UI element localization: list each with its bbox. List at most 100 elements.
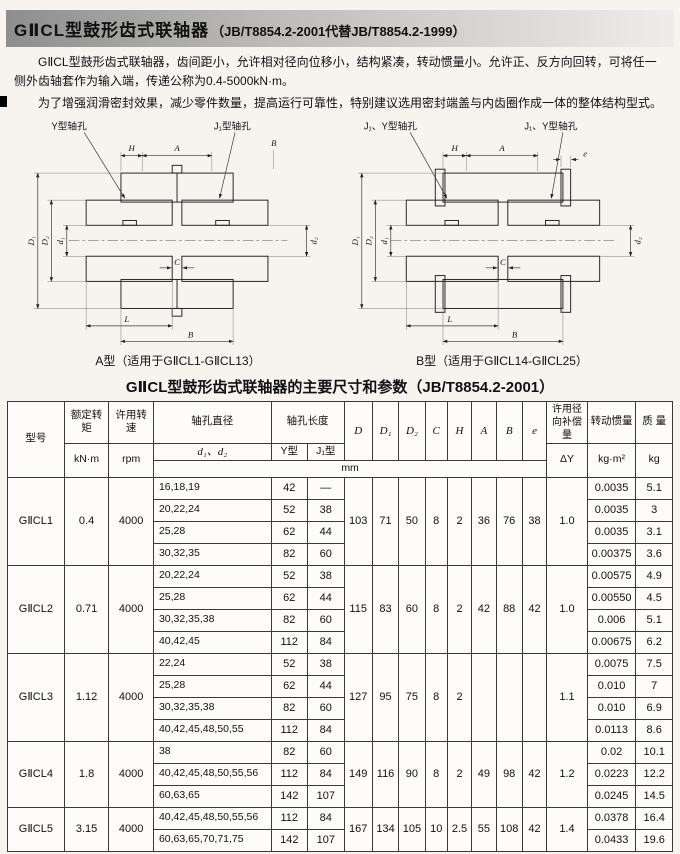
- cell-bores: 40,42,45: [152, 630, 272, 654]
- table-row: GⅡCL2 0.71 4000 20,22,24 52 38 115 83 60…: [7, 564, 673, 654]
- table-row: 25,28 62 44 0.00550 4.5: [8, 586, 673, 610]
- cell-ylen: 142: [270, 828, 309, 852]
- cell-inertia: 0.0035: [586, 520, 637, 544]
- cell-ylen: 52: [270, 498, 309, 522]
- cell-D2: 90: [398, 740, 426, 808]
- cell-mass: 7: [635, 674, 673, 698]
- cell-mass: 4.9: [635, 564, 673, 588]
- cell-H: 2: [446, 476, 473, 566]
- cell-A: 55: [471, 806, 497, 852]
- dim-D2-label: D₂: [39, 236, 49, 246]
- cell-A: [471, 652, 497, 742]
- cell-model: GⅡCL3: [7, 652, 65, 742]
- cell-e: 42: [521, 806, 548, 852]
- col-y-type: Y型: [270, 442, 309, 462]
- col-D: D: [343, 400, 373, 462]
- table-row: 60,63,65,70,71,75 142 107 0.0433 19.6: [8, 828, 673, 852]
- cell-torque: 1.12: [63, 652, 110, 742]
- cell-D2: 60: [398, 564, 426, 654]
- dim-L-label: L: [446, 314, 452, 324]
- cell-D: 149: [343, 740, 373, 808]
- cell-bores: 40,42,45,48,50,55: [152, 718, 272, 742]
- cell-inertia: 0.0245: [586, 784, 637, 808]
- cell-bores: 20,22,24: [152, 564, 272, 588]
- dim-B-top-label: B: [271, 138, 277, 148]
- cell-jlen: 60: [307, 740, 345, 764]
- cell-ylen: 62: [270, 520, 309, 544]
- cell-mass: 3: [635, 498, 673, 522]
- cell-inertia: 0.0113: [586, 718, 637, 742]
- cell-ylen: 62: [270, 674, 309, 698]
- cell-speed: 4000: [108, 740, 154, 808]
- cell-jlen: 107: [307, 828, 345, 852]
- dim-A-label: A: [173, 143, 180, 153]
- cell-jlen: 84: [307, 806, 345, 830]
- cell-mass: 3.1: [635, 520, 673, 544]
- cell-speed: 4000: [108, 652, 154, 742]
- cell-jlen: 60: [307, 542, 345, 566]
- cell-A: 49: [471, 740, 497, 808]
- cell-model: GⅡCL2: [7, 564, 65, 654]
- cell-jlen: 60: [307, 696, 345, 720]
- right-hub-bottom: [507, 255, 601, 282]
- col-D2: D₂: [398, 400, 426, 462]
- cell-mass: 3.6: [635, 542, 673, 566]
- cell-model: GⅡCL1: [7, 476, 65, 566]
- end-cover-left-top: [434, 168, 446, 207]
- leader-line: [218, 132, 236, 199]
- dim-D2-label: D₂: [363, 236, 373, 246]
- table-row: GⅡCL5 3.15 4000 40,42,45,48,50,55,56 112…: [7, 806, 673, 852]
- table-row: GⅡCL1 0.4 4000 16,18,19 42 — 103 71 50 8…: [7, 476, 673, 566]
- margin-mark: [0, 96, 7, 107]
- left-hub-top: [85, 199, 173, 226]
- coupling-drawing-b: J₁、Y型轴孔 J₁、Y型轴孔 H A e: [350, 120, 642, 345]
- cell-ylen: 112: [270, 630, 309, 654]
- cell-D1: 134: [371, 806, 400, 852]
- cell-C: 8: [424, 740, 448, 808]
- col-mass-unit: kg: [635, 442, 673, 478]
- left-hub-bottom: [85, 255, 173, 282]
- figure-type-a: Y型轴孔 J₁型轴孔 H A B: [19, 117, 337, 369]
- cell-inertia: 0.02: [586, 740, 637, 764]
- col-model: 型号: [7, 400, 65, 478]
- bore-type-label-left: J₁、Y型轴孔: [364, 120, 417, 132]
- cell-ylen: 82: [270, 740, 309, 764]
- leader-line: [550, 132, 564, 199]
- dim-D1-label: D₁: [26, 236, 36, 246]
- cell-B: 76: [495, 476, 523, 566]
- cell-inertia: 0.010: [586, 696, 637, 720]
- dim-d2-label: d₂: [308, 237, 318, 244]
- col-speed: 许用转速: [108, 400, 154, 444]
- col-mass: 质 量: [635, 400, 673, 444]
- cell-D2: 105: [398, 806, 426, 852]
- col-mm-unit: mm: [152, 460, 548, 478]
- col-dy-sub: ΔY: [546, 442, 588, 478]
- cell-inertia: 0.00575: [586, 564, 637, 588]
- dim-d1-label: d₁: [379, 237, 389, 244]
- col-D1: D₁: [371, 400, 400, 462]
- cell-bores: 40,42,45,48,50,55,56: [152, 762, 272, 786]
- col-j-type: J₁型: [307, 442, 345, 462]
- cell-B: 98: [495, 740, 523, 808]
- figure-type-b: J₁、Y型轴孔 J₁、Y型轴孔 H A e: [343, 117, 661, 369]
- cell-H: 2.5: [446, 806, 473, 852]
- cell-speed: 4000: [108, 806, 154, 852]
- table-row: 40,42,45,48,50,55 112 84 0.0113 8.6: [8, 718, 673, 742]
- dim-B-label: B: [512, 329, 518, 339]
- cell-jlen: 84: [307, 718, 345, 742]
- cell-ylen: 82: [270, 542, 309, 566]
- cell-bores: 60,63,65,70,71,75: [152, 828, 272, 852]
- note-paragraph: 为了增强润滑密封效果，减少零件数量，提高运行可靠性，特别建议选用密封端盖与内齿圈…: [38, 96, 663, 111]
- cell-inertia: 0.0378: [586, 806, 637, 830]
- cell-D1: 95: [371, 652, 400, 742]
- cell-e: [521, 652, 548, 742]
- col-dy: 许用径向补偿量: [546, 400, 588, 444]
- left-hub-bottom: [405, 255, 499, 282]
- page-title-standard: （JB/T8854.2-2001代替JB/T8854.2-1999）: [211, 24, 466, 39]
- cell-mass: 10.1: [635, 740, 673, 764]
- cell-inertia: 0.006: [586, 608, 637, 632]
- cell-D: 103: [343, 476, 373, 566]
- cell-speed: 4000: [108, 564, 154, 654]
- table-row: 25,28 62 44 0.010 7: [8, 674, 673, 698]
